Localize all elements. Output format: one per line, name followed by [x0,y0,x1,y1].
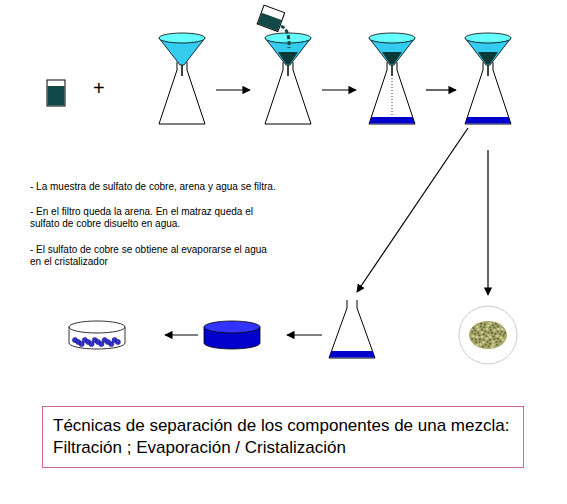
process-arrow [357,128,468,292]
step-note: - En el filtro queda la arena. En el mat… [30,206,280,230]
sand-residue [459,306,517,364]
erlenmeyer-flask [369,62,415,124]
crystallizer [204,321,260,349]
process-arrow [487,150,488,295]
erlenmeyer-flask [465,62,511,124]
funnel [369,33,415,76]
funnel [465,33,511,76]
process-arrow [165,334,198,335]
step-note: - La muestra de sulfato de cobre, arena … [30,181,280,193]
drip-line [392,78,393,115]
erlenmeyer-flask [265,62,311,124]
pouring-beaker [257,5,289,48]
funnel [159,33,205,76]
plus-sign: + [93,76,113,100]
step-note: - El sulfato de cobre se obtiene al evap… [30,244,280,268]
filtrate-flask [329,300,375,358]
process-arrow [287,334,322,335]
caption-box: Técnicas de separación de los componente… [42,406,524,468]
erlenmeyer-flask [159,62,205,124]
process-arrow [426,89,456,90]
process-arrow [322,89,356,90]
process-arrow [216,89,250,90]
mixture-beaker [47,80,65,106]
funnel [265,33,311,76]
crystallizer-crystals [69,321,125,349]
crystal [115,339,120,344]
